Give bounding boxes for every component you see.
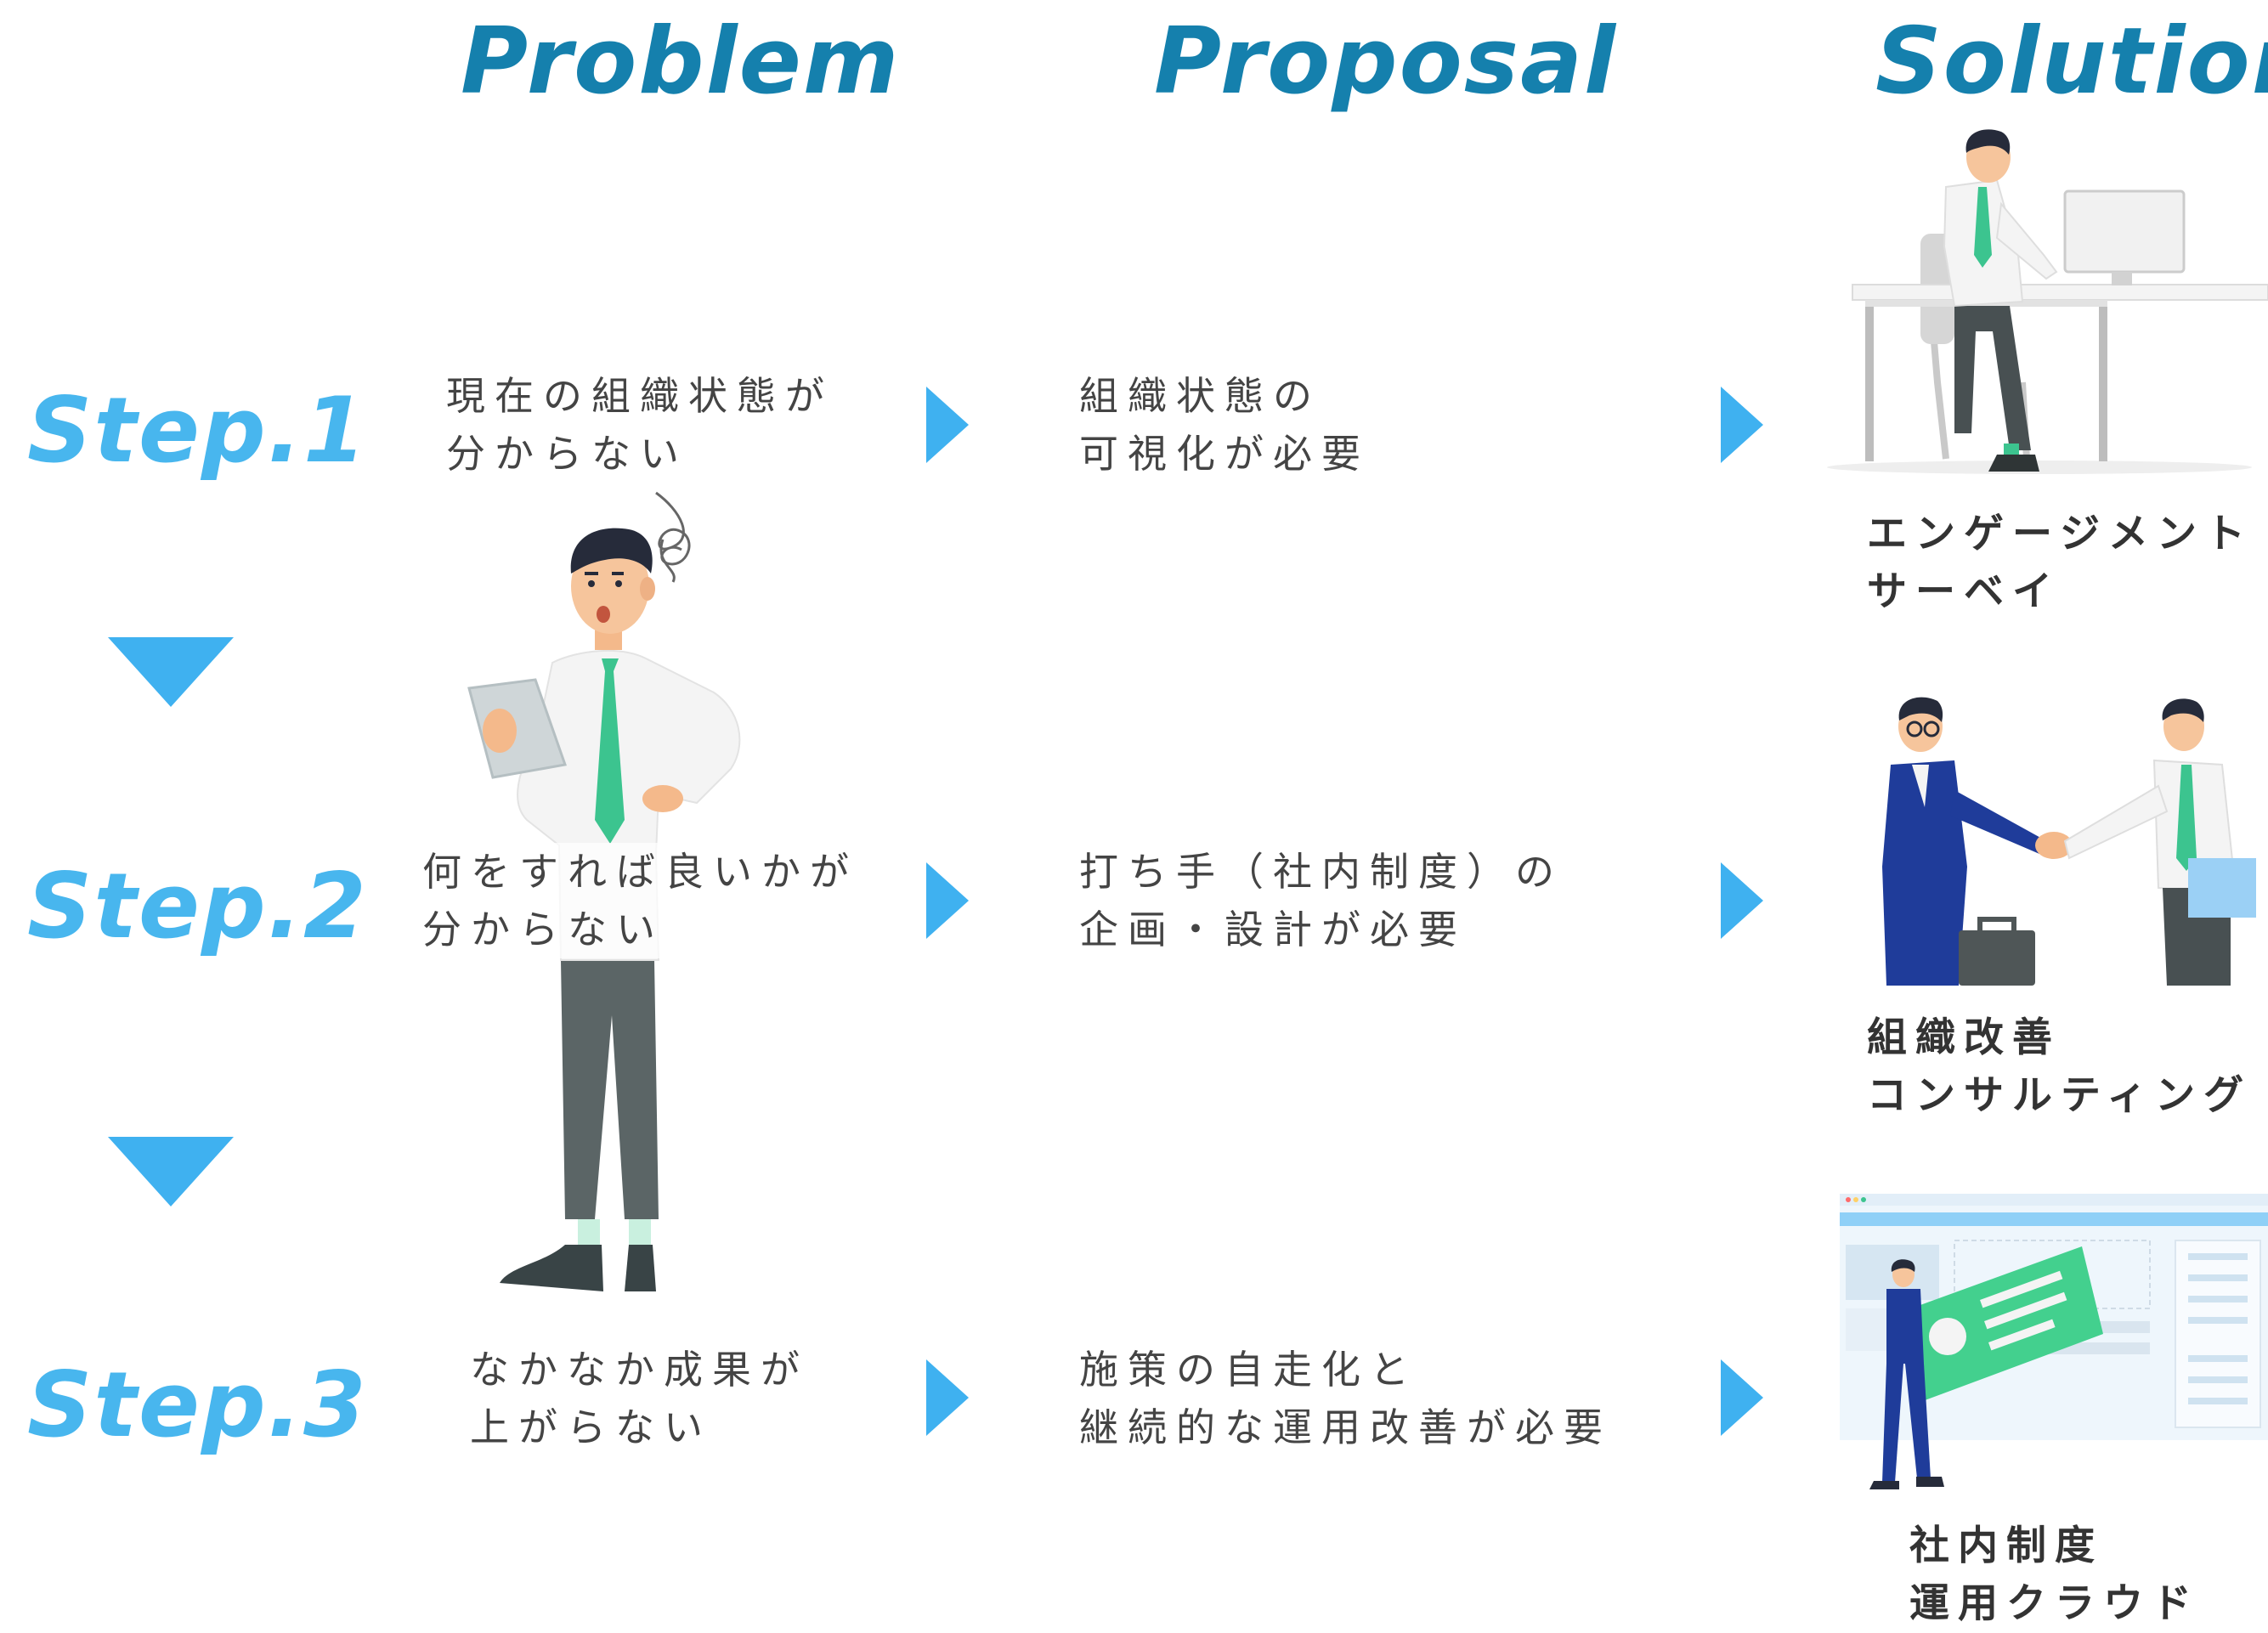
text-line: 施策の自走化と bbox=[1079, 1348, 1418, 1392]
down-arrow-icon bbox=[108, 1137, 234, 1206]
right-arrow-icon bbox=[1721, 1359, 1763, 1436]
desk-worker-illustration bbox=[1827, 129, 2268, 474]
text-line: 打ち手（社内制度）の bbox=[1079, 850, 1564, 894]
step-1-proposal-text: 組織状態の 可視化が必要 bbox=[1079, 367, 1370, 483]
step-2-label: Step.2 bbox=[27, 854, 368, 958]
text-line: なかなか成果が bbox=[470, 1348, 809, 1392]
column-heading-solution: Solution bbox=[1875, 8, 2268, 115]
right-arrow-icon bbox=[926, 387, 969, 463]
text-line: 分からない bbox=[422, 907, 665, 952]
right-arrow-icon bbox=[926, 1359, 969, 1436]
step-2-solution-text: 組織改善 コンサルティング bbox=[1867, 1009, 2252, 1125]
column-heading-proposal: Proposal bbox=[1154, 8, 1617, 115]
text-line: サーベイ bbox=[1867, 568, 2061, 615]
cloud-app-illustration bbox=[1840, 1194, 2268, 1489]
text-line: 社内制度 bbox=[1909, 1523, 2103, 1569]
step-1-solution-text: エンゲージメント サーベイ bbox=[1867, 506, 2254, 621]
right-arrow-icon bbox=[1721, 387, 1763, 463]
step-3-proposal-text: 施策の自走化と 継続的な運用改善が必要 bbox=[1079, 1341, 1612, 1456]
step-3-solution-text: 社内制度 運用クラウド bbox=[1909, 1517, 2200, 1633]
column-heading-problem: Problem bbox=[461, 8, 901, 115]
text-line: 継続的な運用改善が必要 bbox=[1079, 1405, 1612, 1449]
text-line: 上がらない bbox=[470, 1405, 712, 1449]
text-line: 何をすれば良いかが bbox=[422, 850, 858, 894]
text-line: 組織改善 bbox=[1867, 1014, 2061, 1061]
down-arrow-icon bbox=[108, 637, 234, 707]
step-1-label: Step.1 bbox=[27, 378, 368, 483]
text-line: 企画・設計が必要 bbox=[1079, 907, 1467, 952]
text-line: 分からない bbox=[446, 432, 688, 476]
handshake-illustration bbox=[1882, 697, 2256, 986]
step-3-label: Step.3 bbox=[27, 1353, 368, 1457]
text-line: 現在の組織状態が bbox=[446, 374, 834, 418]
text-line: 組織状態の bbox=[1079, 374, 1321, 418]
step-1-problem-text: 現在の組織状態が 分からない bbox=[446, 367, 834, 483]
right-arrow-icon bbox=[1721, 862, 1763, 939]
step-3-problem-text: なかなか成果が 上がらない bbox=[470, 1341, 809, 1456]
text-line: エンゲージメント bbox=[1867, 511, 2254, 557]
step-2-problem-text: 何をすれば良いかが 分からない bbox=[422, 843, 858, 958]
text-line: 可視化が必要 bbox=[1079, 432, 1370, 476]
text-line: コンサルティング bbox=[1867, 1072, 2253, 1119]
step-2-proposal-text: 打ち手（社内制度）の 企画・設計が必要 bbox=[1079, 843, 1564, 958]
right-arrow-icon bbox=[926, 862, 969, 939]
text-line: 運用クラウド bbox=[1909, 1580, 2200, 1627]
